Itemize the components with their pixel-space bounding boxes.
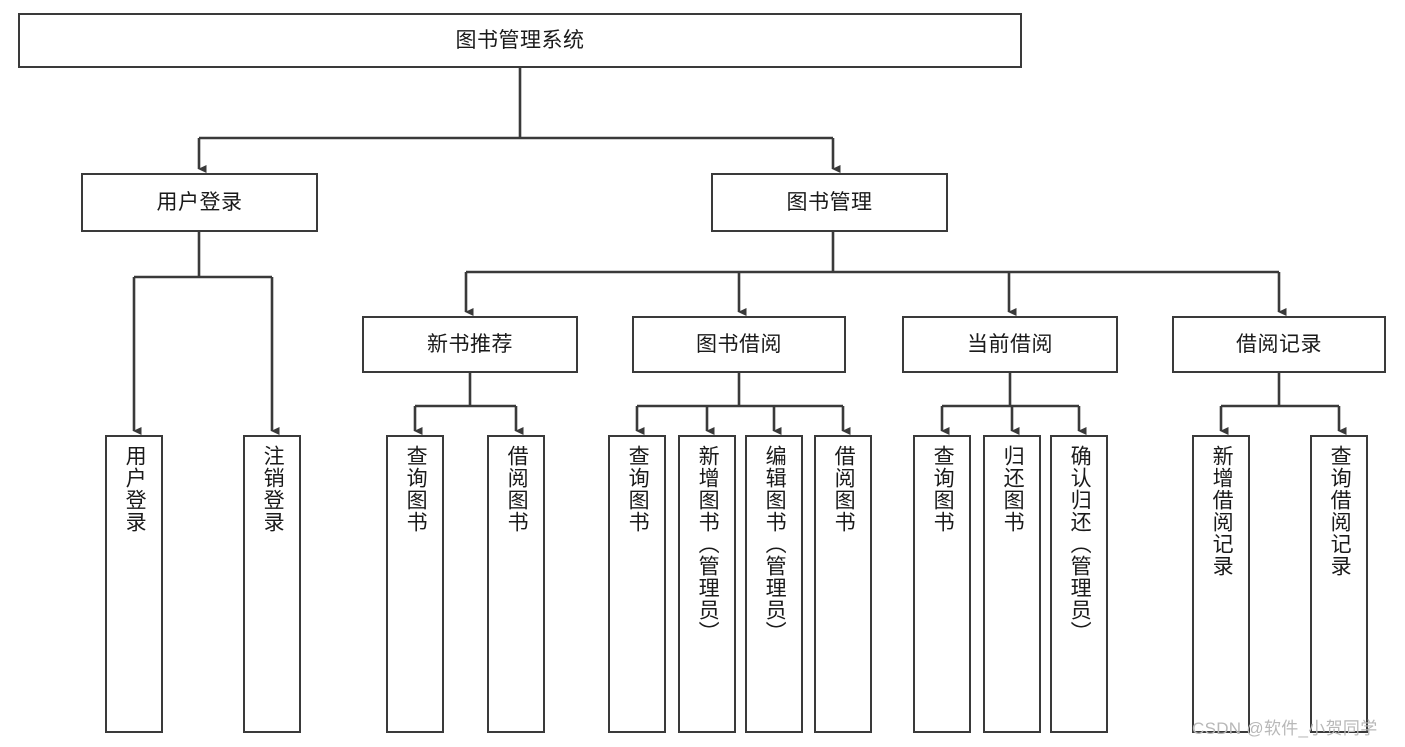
- node-label: 注销登录: [261, 445, 285, 533]
- node-leaf-query-book-2[interactable]: 查询图书: [608, 435, 666, 733]
- node-label: 新增借阅记录: [1210, 445, 1234, 577]
- node-leaf-add-book-admin[interactable]: 新增图书（管理员）: [678, 435, 736, 733]
- node-leaf-add-borrow-record[interactable]: 新增借阅记录: [1192, 435, 1250, 733]
- node-current-borrow[interactable]: 当前借阅: [902, 316, 1118, 373]
- node-label: 归还图书: [1001, 445, 1025, 533]
- node-leaf-borrow-book-1[interactable]: 借阅图书: [487, 435, 545, 733]
- node-label: 查询借阅记录: [1328, 445, 1352, 577]
- node-label: 编辑图书（管理员）: [763, 445, 787, 643]
- watermark-text: CSDN @软件_小贺同学: [1192, 719, 1378, 738]
- node-leaf-borrow-book-2[interactable]: 借阅图书: [814, 435, 872, 733]
- node-book-borrow[interactable]: 图书借阅: [632, 316, 846, 373]
- node-label: 用户登录: [156, 190, 243, 214]
- node-label: 借阅记录: [1236, 332, 1322, 356]
- node-leaf-return-book[interactable]: 归还图书: [983, 435, 1041, 733]
- node-new-book-recommend[interactable]: 新书推荐: [362, 316, 578, 373]
- node-label: 当前借阅: [967, 332, 1053, 356]
- node-borrow-record[interactable]: 借阅记录: [1172, 316, 1386, 373]
- node-book-management-system[interactable]: 图书管理系统: [18, 13, 1022, 68]
- node-label: 查询图书: [931, 445, 955, 533]
- node-label: 图书管理系统: [455, 28, 585, 52]
- node-leaf-edit-book-admin[interactable]: 编辑图书（管理员）: [745, 435, 803, 733]
- node-label: 图书借阅: [696, 332, 782, 356]
- node-label: 借阅图书: [832, 445, 856, 533]
- node-label: 查询图书: [626, 445, 650, 533]
- node-book-management[interactable]: 图书管理: [711, 173, 948, 232]
- node-leaf-user-login[interactable]: 用户登录: [105, 435, 163, 733]
- node-label: 图书管理: [786, 190, 873, 214]
- node-label: 新书推荐: [427, 332, 513, 356]
- node-leaf-query-book-1[interactable]: 查询图书: [386, 435, 444, 733]
- node-label: 用户登录: [123, 445, 147, 533]
- node-leaf-confirm-return-admin[interactable]: 确认归还（管理员）: [1050, 435, 1108, 733]
- node-leaf-logout-login[interactable]: 注销登录: [243, 435, 301, 733]
- node-label: 新增图书（管理员）: [696, 445, 720, 643]
- node-label: 确认归还（管理员）: [1068, 445, 1092, 643]
- node-leaf-query-book-3[interactable]: 查询图书: [913, 435, 971, 733]
- node-leaf-query-borrow-record[interactable]: 查询借阅记录: [1310, 435, 1368, 733]
- node-label: 借阅图书: [505, 445, 529, 533]
- node-user-login[interactable]: 用户登录: [81, 173, 318, 232]
- node-label: 查询图书: [404, 445, 428, 533]
